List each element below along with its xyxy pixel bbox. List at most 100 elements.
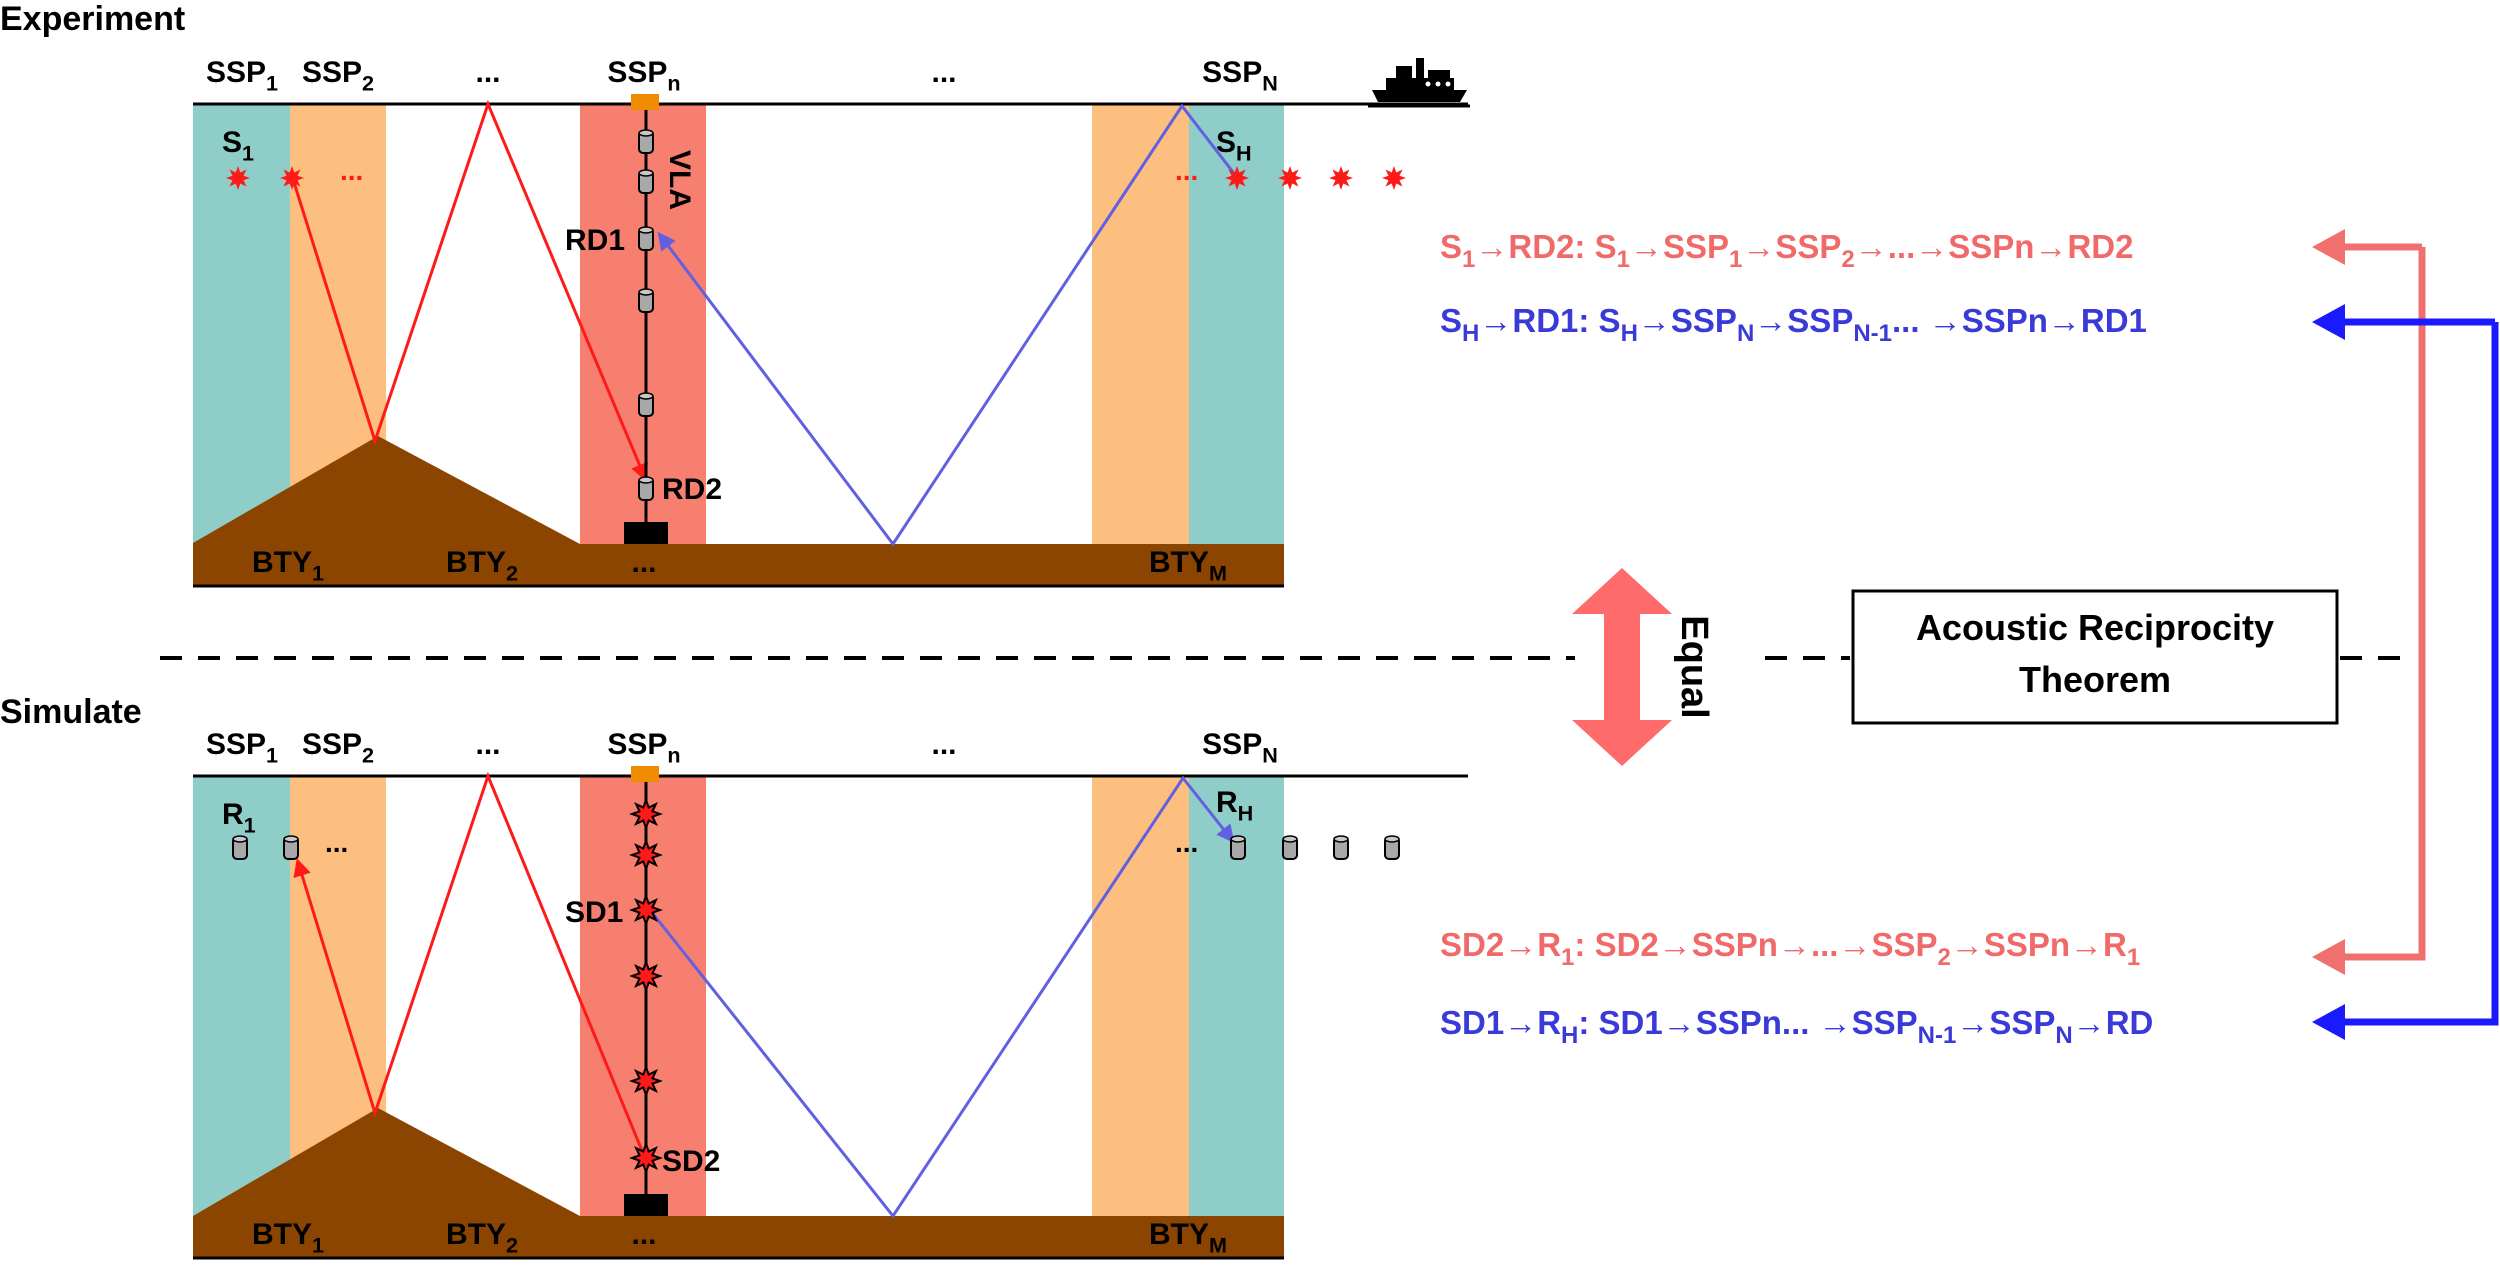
sim-receiver — [1333, 835, 1349, 860]
pink-arrowhead-top — [2312, 229, 2345, 265]
dots-left: ... — [340, 155, 363, 186]
path-exp-red: S1→RD2: S1​→SSP1​→SSP2​→...→SSPn→RD2 — [1440, 228, 2133, 273]
bty-label: BTYM​ — [1149, 546, 1227, 585]
path-sim-blue: SD1→RH: SD1→SSPn... →SSPN-1​→SSPN​→RD — [1440, 1004, 2153, 1049]
source-star — [1225, 166, 1249, 190]
source-s1-label-sub: 1 — [242, 140, 254, 165]
sim-receiver — [232, 835, 248, 860]
source-sh-label-part: S — [1216, 126, 1236, 159]
sim-blue-ray-path — [648, 775, 1235, 1219]
source-star — [226, 166, 250, 190]
sim-receiver — [1384, 835, 1400, 860]
vla-receiver — [638, 169, 654, 194]
ssp1-strip — [193, 104, 290, 544]
source-s1-label: S1​ — [222, 126, 254, 165]
sim-receiver-markers — [232, 835, 1400, 860]
path-exp-red-lhs: S1→RD2: S1​→SSP1​→SSP2​→...→SSPn→RD2 — [1440, 228, 2133, 273]
bty-label-sub: 2 — [506, 1232, 518, 1257]
sim-ssp-n1-strip — [1092, 776, 1189, 1216]
sim-source-markers — [629, 797, 663, 1175]
receiver-r1-label-sub: 1 — [244, 812, 256, 837]
source-star — [280, 166, 304, 190]
path-sim-blue-lhs: SD1→RH: SD1→SSPn... →SSPN-1​→SSPN​→RD — [1440, 1004, 2153, 1049]
source-star — [1329, 166, 1353, 190]
bty-label-part: BTY — [252, 1218, 312, 1251]
blue-connector — [2325, 322, 2499, 1026]
ssp-label-part: SSP — [206, 56, 266, 89]
path-exp-blue: SH→RD1: SH​→SSPN​→SSPN-1​... →SSPn→RD1 — [1440, 302, 2147, 347]
sim-source-star — [629, 893, 663, 927]
vla-receiver — [638, 392, 654, 417]
blue-arrowhead-top — [2312, 304, 2345, 340]
ssp-label-part: SSP — [302, 56, 362, 89]
theorem-box — [1851, 589, 2339, 725]
equal-double-arrow — [1572, 568, 1672, 766]
theorem-line-1: Acoustic Reciprocity — [1916, 607, 2274, 648]
ssp-label-part: SSP — [302, 728, 362, 761]
bty-label: BTY2​ — [446, 546, 518, 585]
blue-ray-path — [657, 103, 1238, 547]
ssp-label-part: SSP — [1202, 56, 1262, 89]
vla-receivers — [638, 129, 654, 501]
ssp-label: SSPn​ — [607, 56, 680, 95]
ssp-label: SSP1​ — [206, 56, 278, 95]
path-sim-red-lhs: SD2→R1: SD2→SSPn→...→SSP2​→SSPn→R1​ — [1440, 926, 2140, 971]
ssp-label: SSP2​ — [302, 728, 374, 767]
source-star — [1278, 166, 1302, 190]
ssp-label-part: ... — [931, 56, 956, 89]
ssp-label-part: SSP — [607, 728, 667, 761]
ssp-label-part: SSP — [607, 56, 667, 89]
ssp-label: SSP1​ — [206, 728, 278, 767]
receiver-rh-label-part: R — [1216, 786, 1238, 819]
bty-label-sub: 2 — [506, 560, 518, 585]
ssp-label-part: ... — [475, 728, 500, 761]
source-sh-label: SH​ — [1216, 126, 1252, 165]
sim-dots-right: ... — [1175, 827, 1198, 858]
pink-connector — [2325, 247, 2426, 961]
sim-receiver — [283, 835, 299, 860]
sim-seamount — [193, 1108, 580, 1216]
ssp-label-sub: 2 — [362, 742, 374, 767]
ssp-label: SSPn​ — [607, 728, 680, 767]
bty-label: ... — [631, 546, 656, 579]
ssp-label-sub: 2 — [362, 70, 374, 95]
bty-label: BTY2​ — [446, 1218, 518, 1257]
dots-right: ... — [1175, 155, 1198, 186]
receiver-r1-label: R1​ — [222, 798, 256, 837]
vla-receiver — [638, 226, 654, 251]
simulate-panel: Simulate — [0, 693, 1468, 1260]
bty-label: BTY1​ — [252, 1218, 324, 1257]
receiver-rh-label-sub: H — [1238, 800, 1254, 825]
ssp-label-sub: 1 — [266, 742, 278, 767]
seabed — [193, 544, 1284, 586]
receiver-rh-label: RH​ — [1216, 786, 1253, 825]
pink-arrowhead-bottom — [2312, 939, 2345, 975]
bty-label-sub: M — [1209, 1232, 1227, 1257]
ssp-label: ... — [931, 56, 956, 89]
seamount — [193, 436, 580, 544]
sim-source-star — [629, 1064, 663, 1098]
receiver-r1-label-part: R — [222, 798, 244, 831]
sim-receiver — [1282, 835, 1298, 860]
ship-icon — [1368, 58, 1470, 108]
sim-source-star — [629, 959, 663, 993]
sim-source-star — [629, 1141, 663, 1175]
ssp-label: SSPN​ — [1202, 728, 1278, 767]
bty-label-part: BTY — [1149, 546, 1209, 579]
ssp-label: ... — [931, 728, 956, 761]
ssp-label-sub: 1 — [266, 70, 278, 95]
ssp-label-sub: N — [1262, 70, 1278, 95]
bty-label-part: BTY — [1149, 1218, 1209, 1251]
vla-receiver — [638, 476, 654, 501]
theorem-line-2: Theorem — [2019, 659, 2171, 700]
bty-label-part: BTY — [446, 546, 506, 579]
ssp-label: ... — [475, 56, 500, 89]
sim-dots-left: ... — [325, 827, 348, 858]
path-exp-blue-lhs: SH→RD1: SH​→SSPN​→SSPN-1​... →SSPn→RD1 — [1440, 302, 2147, 347]
ssp-label: ... — [475, 728, 500, 761]
bty-label-part: ... — [631, 1218, 656, 1251]
vla-label: VLA — [663, 150, 696, 210]
bty-label-sub: 1 — [312, 1232, 324, 1257]
